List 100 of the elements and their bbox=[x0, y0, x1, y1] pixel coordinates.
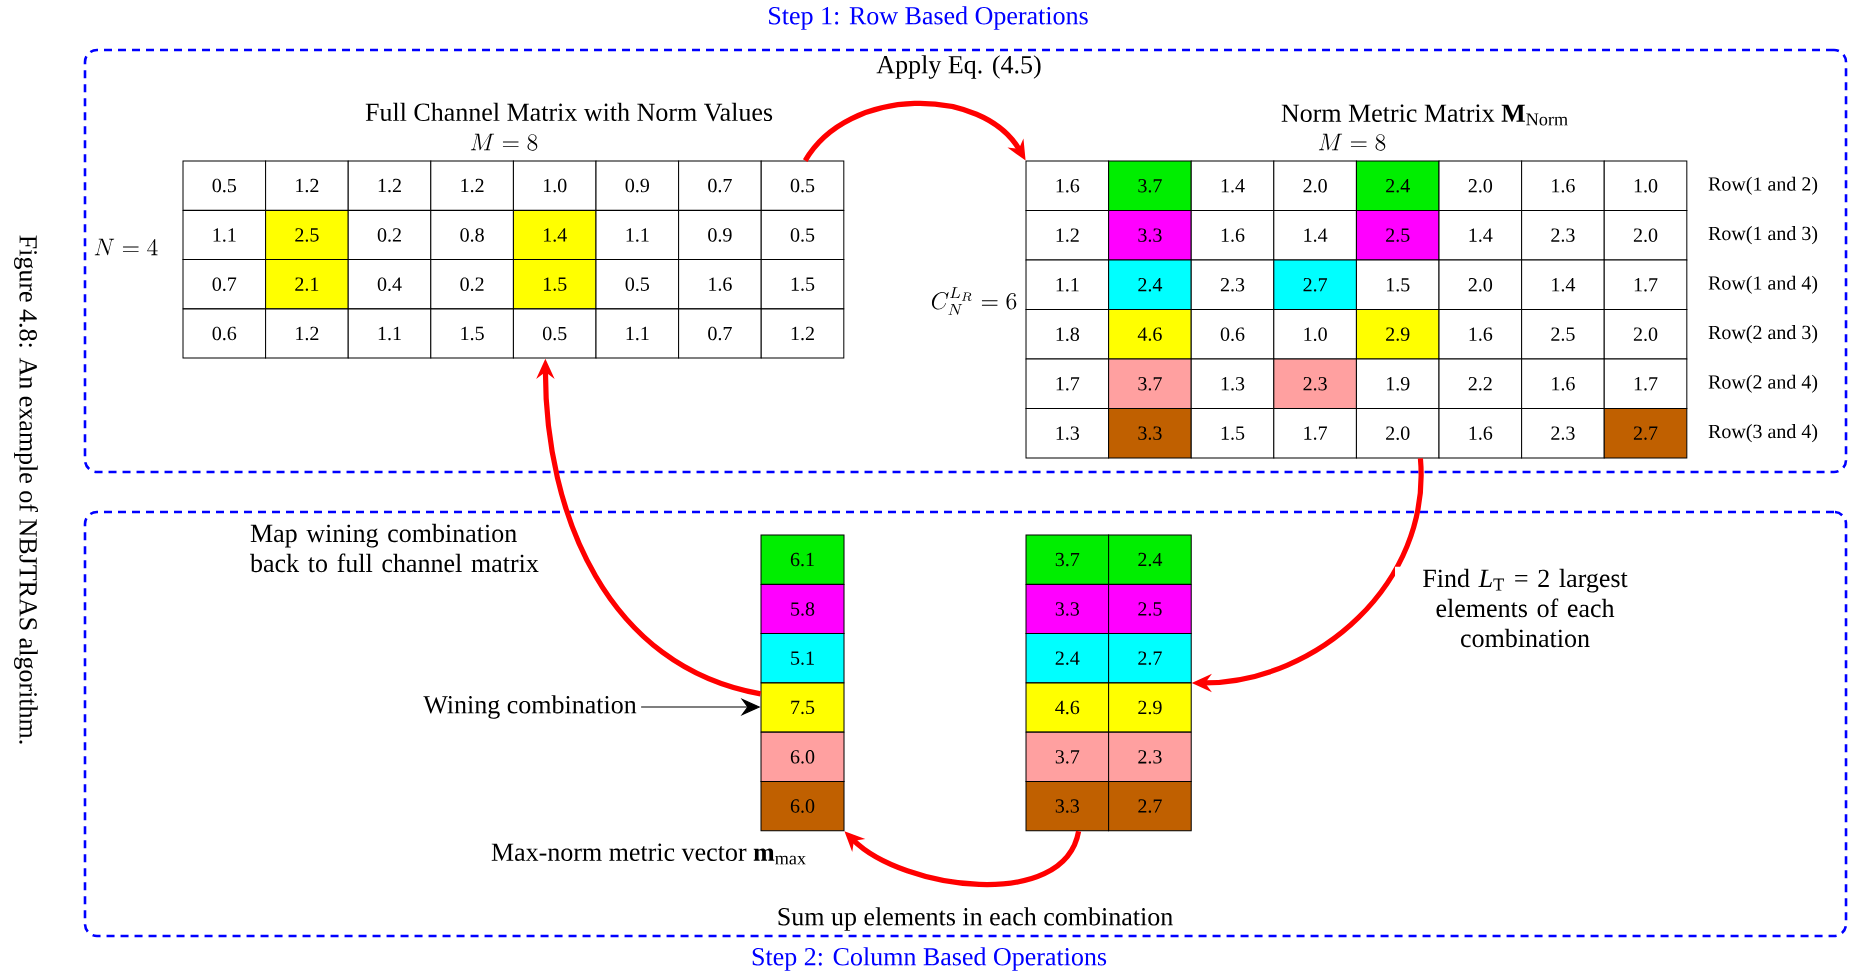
edge-label: Find L$_{T}$ = 2 largest elements of each combination bbox=[1395, 566, 1655, 650]
edge-label: Apply Eq. (4.5) bbox=[874, 53, 1044, 81]
matrix-title: Full Channel Matrix with Norm Values bbox=[365, 102, 773, 122]
matrix-cell: 0.8 bbox=[430, 209, 514, 261]
matrix-title: Norm Metric Matrix M$_{Norm}$ bbox=[1281, 104, 1568, 126]
matrix-cell: 0.2 bbox=[347, 209, 432, 261]
combination-count-label: $C_N^{L_R} = 6$ bbox=[931, 287, 1017, 315]
edge-label: Map wining combination back to full channel matrix bbox=[248, 521, 552, 575]
matrix-size-label: $M = 8$ bbox=[1318, 133, 1386, 151]
callout-text: Wining combination bbox=[423, 695, 637, 719]
matrix-cell: 2.7 bbox=[1108, 633, 1192, 684]
matrix-cell: 1.7 bbox=[1273, 407, 1357, 459]
matrix-cell: 4.6 bbox=[1025, 682, 1110, 733]
matrix-cell: 1.5 bbox=[512, 259, 597, 310]
matrix-cell: 1.0 bbox=[512, 160, 597, 211]
matrix-cell: 1.3 bbox=[1025, 407, 1110, 459]
row-label: Row(3 and 4) bbox=[1708, 424, 1818, 443]
matrix-cell: 1.6 bbox=[1438, 407, 1523, 459]
matrix-cell: 2.7 bbox=[1273, 259, 1357, 311]
matrix-cell: 1.2 bbox=[347, 160, 432, 211]
matrix-cell: 1.2 bbox=[760, 308, 845, 359]
matrix-cell: 2.3 bbox=[1108, 731, 1192, 782]
curved-arrow bbox=[803, 100, 1026, 163]
matrix-cell: 1.2 bbox=[1025, 209, 1110, 261]
matrix-cell: 3.7 bbox=[1108, 160, 1192, 212]
matrix-cell: 2.0 bbox=[1603, 308, 1688, 360]
matrix-cell: 1.8 bbox=[1025, 308, 1110, 360]
matrix-cell: 1.4 bbox=[512, 209, 597, 261]
matrix-cell: 0.7 bbox=[678, 160, 762, 211]
matrix-cell: 0.7 bbox=[182, 259, 267, 310]
matrix-cell: 1.7 bbox=[1025, 358, 1110, 410]
matrix-cell: 2.0 bbox=[1273, 160, 1357, 212]
row-label: Row(1 and 4) bbox=[1708, 275, 1818, 294]
matrix-cell: 1.7 bbox=[1603, 259, 1688, 311]
matrix-cell: 2.3 bbox=[1521, 407, 1605, 459]
matrix-cell: 1.5 bbox=[760, 259, 845, 310]
matrix-cell: 1.1 bbox=[347, 308, 432, 359]
matrix-cell: 1.2 bbox=[265, 160, 349, 211]
matrix-cell: 0.5 bbox=[760, 160, 845, 211]
matrix-cell: 1.4 bbox=[1190, 160, 1275, 212]
matrix-cell: 1.6 bbox=[678, 259, 762, 310]
matrix-cell: 1.6 bbox=[1438, 308, 1523, 360]
row-label: Row(2 and 3) bbox=[1708, 325, 1818, 344]
matrix-cell: 2.7 bbox=[1603, 407, 1688, 459]
matrix-cell: 1.1 bbox=[182, 209, 267, 261]
matrix-cell: 3.3 bbox=[1025, 583, 1110, 635]
matrix-cell: 3.7 bbox=[1025, 534, 1110, 585]
matrix-cell: 5.8 bbox=[760, 583, 845, 635]
matrix-cell: 1.6 bbox=[1521, 358, 1605, 410]
matrix-cell: 0.6 bbox=[182, 308, 267, 359]
matrix-cell: 1.6 bbox=[1025, 160, 1110, 212]
matrix-cell: 2.3 bbox=[1521, 209, 1605, 261]
matrix-cell: 2.4 bbox=[1108, 534, 1192, 585]
matrix-cell: 2.4 bbox=[1108, 259, 1192, 311]
figure-caption: Figure 4.8: An example of NBJTRAS algorithm. bbox=[14, 235, 38, 744]
matrix-cell: 1.0 bbox=[1273, 308, 1357, 360]
matrix-cell: 1.4 bbox=[1273, 209, 1357, 261]
matrix-cell: 3.7 bbox=[1025, 731, 1110, 782]
matrix-cell: 1.9 bbox=[1355, 358, 1440, 410]
row-label: Row(1 and 3) bbox=[1708, 226, 1818, 245]
matrix-cell: 2.5 bbox=[1521, 308, 1605, 360]
matrix-cell: 3.3 bbox=[1025, 781, 1110, 832]
matrix-cell: 3.7 bbox=[1108, 358, 1192, 410]
matrix-cell: 2.0 bbox=[1355, 407, 1440, 459]
matrix-cell: 6.0 bbox=[760, 731, 845, 782]
matrix-cell: 2.0 bbox=[1603, 209, 1688, 261]
matrix-cell: 0.9 bbox=[595, 160, 680, 211]
matrix-cell: 1.5 bbox=[430, 308, 514, 359]
matrix-cell: 1.0 bbox=[1603, 160, 1688, 212]
matrix-cell: 2.1 bbox=[265, 259, 349, 310]
matrix-cell: 2.2 bbox=[1438, 358, 1523, 410]
matrix-cell: 1.4 bbox=[1438, 209, 1523, 261]
matrix-cell: 1.6 bbox=[1521, 160, 1605, 212]
vector-caption: Max-norm metric vector m$_{max}$ bbox=[491, 843, 806, 865]
matrix-cell: 7.5 bbox=[760, 682, 845, 733]
matrix-cell: 2.0 bbox=[1438, 160, 1523, 212]
matrix-cell: 2.7 bbox=[1108, 781, 1192, 832]
matrix-cell: 1.7 bbox=[1603, 358, 1688, 410]
region-title: Step 1: Row Based Operations bbox=[769, 6, 1088, 30]
matrix-cell: 1.4 bbox=[1521, 259, 1605, 311]
row-label: Row(2 and 4) bbox=[1708, 374, 1818, 393]
matrix-cell: 0.4 bbox=[347, 259, 432, 310]
matrix-cell: 2.4 bbox=[1025, 633, 1110, 684]
matrix-cell: 1.2 bbox=[265, 308, 349, 359]
matrix-cell: 2.0 bbox=[1438, 259, 1523, 311]
matrix-cell: 6.0 bbox=[760, 781, 845, 832]
matrix-cell: 2.9 bbox=[1108, 682, 1192, 733]
matrix-cell: 2.4 bbox=[1355, 160, 1440, 212]
matrix-size-label: $M = 8$ bbox=[470, 133, 538, 151]
matrix-cell: 2.9 bbox=[1355, 308, 1440, 360]
matrix-cell: 0.5 bbox=[512, 308, 597, 359]
matrix-size-label: $N = 4$ bbox=[94, 238, 158, 256]
matrix-cell: 1.1 bbox=[595, 209, 680, 261]
matrix-cell: 3.3 bbox=[1108, 209, 1192, 261]
matrix-cell: 2.3 bbox=[1190, 259, 1275, 311]
matrix-cell: 4.6 bbox=[1108, 308, 1192, 360]
matrix-cell: 6.1 bbox=[760, 534, 845, 585]
matrix-cell: 0.9 bbox=[678, 209, 762, 261]
matrix-cell: 3.3 bbox=[1108, 407, 1192, 459]
matrix-cell: 0.6 bbox=[1190, 308, 1275, 360]
